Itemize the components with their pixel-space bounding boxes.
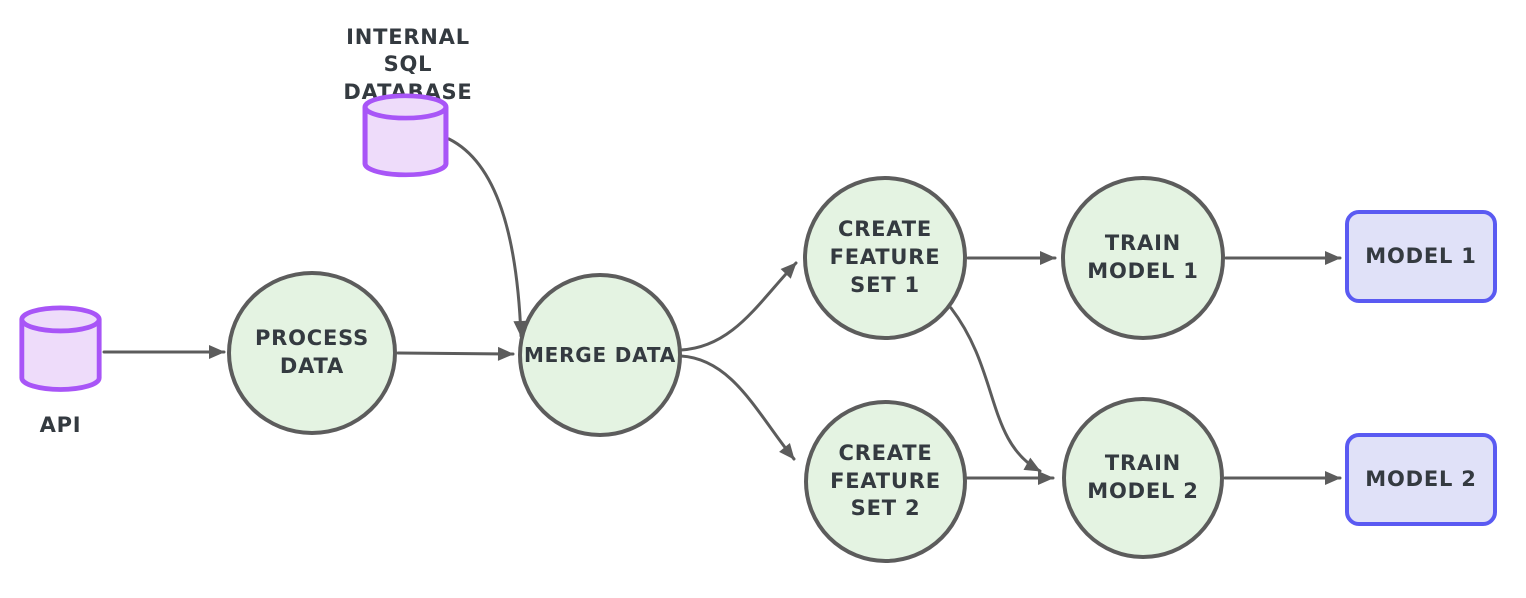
edge-merge-data-to-create-feature-set-2	[679, 354, 796, 461]
train-model-2-node: TRAIN MODEL 2	[1062, 397, 1224, 559]
model-2-node: MODEL 2	[1345, 433, 1497, 526]
train-model-2-label-line2: MODEL 2	[1087, 479, 1199, 503]
create-feature-set-2-node: CREATE FEATURE SET 2	[804, 400, 967, 563]
create-feature-set-2-label-line2: FEATURE	[830, 468, 941, 493]
train-model-1-node: TRAIN MODEL 1	[1061, 176, 1225, 340]
api-label: API	[39, 413, 82, 437]
create-feature-set-1-label-line3: SET 1	[850, 272, 920, 297]
process-data-label-line1: PROCESS	[254, 326, 370, 351]
edge-internal-sql-database-to-merge-data	[447, 137, 528, 338]
merge-data-label: MERGE DATA	[523, 342, 677, 367]
merge-data-node: MERGE DATA	[518, 273, 682, 437]
model-1-node: MODEL 1	[1345, 210, 1497, 303]
edge-create-feature-set-1-to-train-model-2	[949, 306, 1042, 473]
api-datastore	[17, 305, 104, 401]
train-model-1-label-line2: MODEL 1	[1087, 259, 1199, 283]
internal-sql-database-label-line1: INTERNAL SQL	[346, 25, 470, 77]
database-cylinder-icon	[19, 305, 102, 392]
database-cylinder-icon	[362, 93, 449, 178]
create-feature-set-2-label-line1: CREATE	[838, 440, 933, 465]
edge-process-data-to-merge-data	[396, 346, 515, 361]
process-data-label-line2: DATA	[279, 354, 345, 378]
model-1-label: MODEL 1	[1365, 243, 1477, 268]
train-model-2-label-line1: TRAIN	[1104, 451, 1182, 476]
train-model-1-label-line1: TRAIN	[1104, 231, 1182, 256]
create-feature-set-1-label-line1: CREATE	[837, 217, 933, 242]
process-data-node: PROCESS DATA	[227, 271, 397, 435]
create-feature-set-1-label-line2: FEATURE	[829, 245, 941, 270]
edge-merge-data-to-create-feature-set-1	[679, 261, 798, 352]
create-feature-set-1-node: CREATE FEATURE SET 1	[803, 176, 967, 340]
model-2-label: MODEL 2	[1365, 466, 1477, 491]
internal-sql-database-datastore	[360, 93, 451, 186]
create-feature-set-2-label-line3: SET 2	[850, 496, 921, 521]
